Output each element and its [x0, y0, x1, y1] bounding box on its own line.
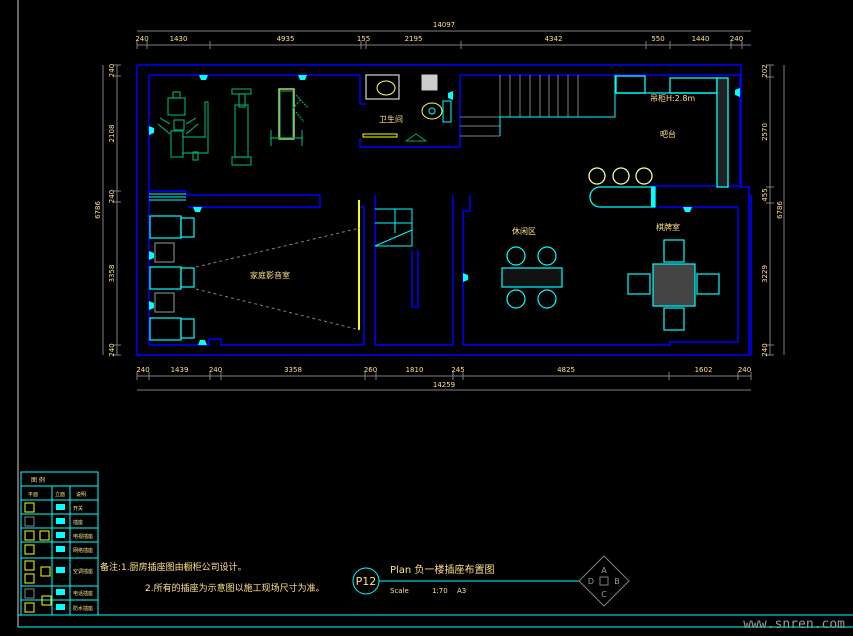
- compass-c: C: [601, 590, 607, 599]
- dimension-lines: [102, 30, 785, 391]
- room-label-bar: 吧台: [660, 129, 676, 139]
- dim-label: 3358: [284, 366, 302, 374]
- dim-label: 1430: [170, 35, 188, 43]
- sheet-frame: [17, 0, 853, 628]
- compass-d: D: [588, 577, 594, 586]
- projection-lines: [195, 227, 361, 331]
- compass-a: A: [601, 566, 607, 575]
- dim-label: 455: [761, 188, 769, 201]
- dim-label: 2570: [761, 123, 769, 141]
- scale-label: Scale: [390, 587, 409, 595]
- dim-top-total: 14097: [433, 21, 455, 29]
- dim-label: 1602: [695, 366, 713, 374]
- stairs: [149, 75, 616, 247]
- theater-seats: [149, 200, 360, 341]
- legend-table: [20, 471, 99, 616]
- legend-symbols: [24, 502, 52, 613]
- legend-header: 平面: [28, 492, 38, 498]
- walls: [136, 64, 752, 356]
- dim-label: 240: [209, 366, 222, 374]
- dim-label: 1810: [406, 366, 424, 374]
- dim-label: 245: [451, 366, 464, 374]
- legend-header: 立面: [55, 491, 65, 498]
- paper-size: A3: [457, 587, 466, 595]
- dim-label: 3358: [108, 265, 116, 283]
- dim-label: 1440: [692, 35, 710, 43]
- dim-label: 240: [135, 35, 148, 43]
- socket-icon: [149, 301, 154, 310]
- dim-label: 240: [761, 343, 769, 356]
- title-block: P12 Plan 负一楼插座布置图 Scale 1:70 A3: [352, 563, 580, 595]
- gym-equipment: [157, 88, 309, 166]
- room-label-bathroom: 卫生间: [379, 114, 403, 124]
- dim-label: 202: [761, 64, 769, 77]
- sheet-number: P12: [356, 575, 377, 588]
- socket-icon: [149, 126, 154, 135]
- dim-label: 240: [108, 190, 116, 203]
- dim-right-total: 6786: [776, 201, 784, 219]
- cabinet-height-note: 吊柜H:2.8m: [650, 93, 695, 103]
- dim-label: 1439: [171, 366, 189, 374]
- socket-icon: [198, 340, 207, 345]
- legend-row-label: 空调插座: [73, 568, 93, 575]
- legend-texts: 图 例 平面 立面 说明 开关 插座 电视插座 网络插座 空调插座 电话插座 防…: [28, 476, 93, 612]
- socket-icon: [199, 75, 208, 80]
- dim-label: 4825: [557, 366, 575, 374]
- bar-counter: [588, 75, 729, 208]
- room-label-lounge: 休闲区: [512, 226, 536, 236]
- socket-icon: [448, 91, 453, 100]
- compass-diamond-icon: A B C D: [578, 555, 630, 607]
- legend-socket-icons: [56, 504, 65, 610]
- legend-title: 图 例: [31, 476, 45, 484]
- dim-label: 2108: [108, 125, 116, 143]
- dim-label: 240: [136, 366, 149, 374]
- dim-label: 3229: [761, 265, 769, 283]
- legend-row-label: 开关: [73, 505, 83, 512]
- lounge-table: [501, 246, 563, 309]
- dim-label: 260: [364, 366, 377, 374]
- legend-row-label: 网络插座: [73, 547, 93, 554]
- socket-icon: [298, 75, 307, 80]
- legend-header: 说明: [76, 491, 86, 498]
- note-line-2: 2.所有的插座为示意图以施工现场尺寸为准。: [145, 582, 325, 594]
- bathroom-fixtures: [362, 74, 452, 142]
- socket-icon: [463, 273, 468, 282]
- watermark: www.snren.com: [743, 617, 845, 632]
- socket-icon: [651, 187, 655, 207]
- dim-label: 240: [108, 64, 116, 77]
- drawing-title: Plan 负一楼插座布置图: [390, 563, 494, 576]
- dim-left-total: 6786: [94, 201, 102, 219]
- dim-bottom-total: 14259: [433, 381, 455, 389]
- dimension-texts: 14097 14259 240 1430 4935 155 2195 4342 550 144…: [94, 21, 784, 389]
- socket-icons: [149, 75, 740, 345]
- note-line-1: 备注:1.厨房插座图由橱柜公司设计。: [100, 561, 247, 573]
- legend-row-label: 电话插座: [73, 590, 93, 597]
- dim-label: 4935: [277, 35, 295, 43]
- dim-label: 550: [651, 35, 664, 43]
- socket-icon: [149, 251, 154, 260]
- socket-icon: [683, 207, 692, 212]
- legend-row-label: 插座: [73, 519, 83, 526]
- compass-b: B: [614, 577, 620, 586]
- dim-label: 240: [738, 366, 751, 374]
- room-label-chess: 棋牌室: [656, 222, 680, 232]
- dim-label: 240: [730, 35, 743, 43]
- chess-table: [627, 239, 720, 331]
- legend-row-label: 防水插座: [73, 605, 93, 612]
- socket-icon: [193, 207, 202, 212]
- socket-icon: [735, 88, 740, 97]
- scale-value: 1:70: [432, 587, 448, 595]
- dim-label: 4342: [545, 35, 563, 43]
- dim-label: 240: [108, 343, 116, 356]
- dim-label: 155: [357, 35, 370, 43]
- dim-label: 2195: [405, 35, 423, 43]
- legend-row-label: 电视插座: [73, 533, 93, 540]
- room-label-theater: 家庭影音室: [250, 270, 290, 280]
